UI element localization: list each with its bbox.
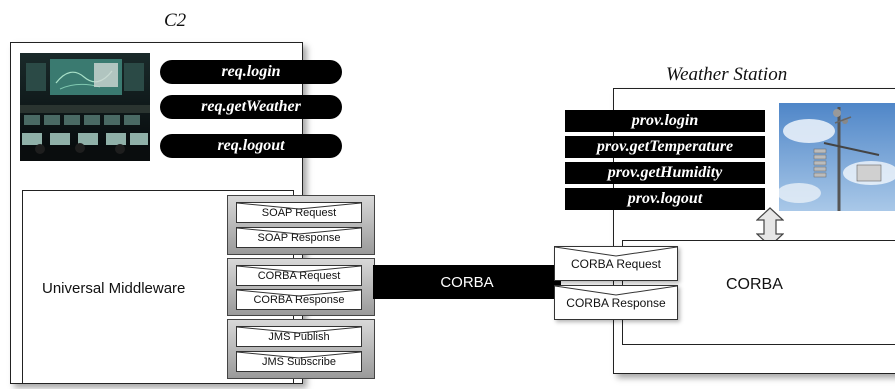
- req-logout-pill: req.logout: [160, 134, 342, 158]
- prov-login-bar: prov.login: [565, 110, 765, 132]
- corba-link-bar: CORBA: [373, 265, 561, 299]
- weather-corba-label: CORBA: [726, 276, 783, 293]
- prov-gettemperature-bar: prov.getTemperature: [565, 136, 765, 158]
- weather-station-image: [779, 103, 895, 211]
- req-getweather-pill: req.getWeather: [160, 95, 342, 119]
- control-room-image: [20, 53, 150, 161]
- weather-station-title: Weather Station: [666, 64, 788, 85]
- corba-request: CORBA Request: [236, 265, 362, 286]
- jms-group: JMS Publish JMS Subscribe: [227, 319, 375, 379]
- corba-group: CORBA Request CORBA Response: [227, 258, 375, 316]
- weather-corba-response: CORBA Response: [554, 285, 678, 320]
- universal-middleware-label: Universal Middleware: [42, 280, 186, 297]
- corba-response: CORBA Response: [236, 289, 362, 310]
- weather-corba-request: CORBA Request: [554, 246, 678, 281]
- req-login-pill: req.login: [160, 60, 342, 84]
- soap-response: SOAP Response: [236, 227, 362, 248]
- c2-title: C2: [164, 10, 187, 31]
- jms-publish: JMS Publish: [236, 326, 362, 347]
- corba-link-label: CORBA: [440, 273, 494, 291]
- soap-request: SOAP Request: [236, 202, 362, 223]
- soap-group: SOAP Request SOAP Response: [227, 195, 375, 255]
- prov-logout-bar: prov.logout: [565, 188, 765, 210]
- prov-gethumidity-bar: prov.getHumidity: [565, 162, 765, 184]
- jms-subscribe: JMS Subscribe: [236, 351, 362, 372]
